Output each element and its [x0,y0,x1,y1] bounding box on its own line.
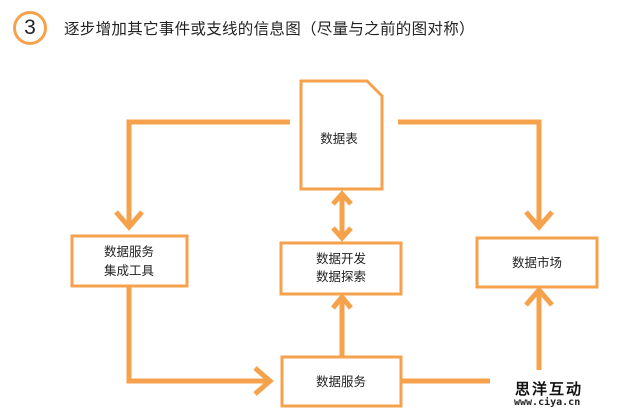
step-heading: 3 逐步增加其它事件或支线的信息图（尽量与之前的图对称） [0,0,618,64]
arrowhead-market-bottom [524,286,554,307]
node-integration-tool [70,234,189,288]
connector-table-to-integration [126,119,290,226]
arrowhead-integration [114,210,144,231]
node-data-table [299,79,384,191]
arrowhead-dev-up [331,293,353,310]
label-integration-tool-line1: 数据服务 [104,244,154,259]
label-data-service: 数据服务 [316,374,366,389]
arrowhead-table-up [331,190,353,206]
watermark-url: www.ciya.cn [514,397,581,408]
step-title: 逐步增加其它事件或支线的信息图（尽量与之前的图对称） [64,20,475,38]
arrowhead-dev-down [331,226,353,242]
label-dev-explore-line1: 数据开发 [316,251,367,266]
label-integration-tool-line2: 集成工具 [104,263,155,278]
arrowhead-market-top [524,210,554,231]
step-number-badge: 3 [13,11,47,45]
node-data-market [475,236,599,289]
nodes [70,79,599,408]
node-labels: 数据表 数据服务 集成工具 数据开发 数据探索 数据市场 数据服务 [104,131,562,389]
label-data-table: 数据表 [320,131,358,146]
node-data-service [280,355,403,408]
watermark-name: 思洋互动 [515,380,584,398]
connector-integration-to-service [126,286,268,384]
label-data-market: 数据市场 [512,255,562,270]
connector-table-to-market [398,119,542,226]
arrowhead-service-left [253,366,274,396]
connectors [114,119,554,396]
label-dev-explore-line2: 数据探索 [316,269,366,284]
node-dev-explore [279,241,403,296]
